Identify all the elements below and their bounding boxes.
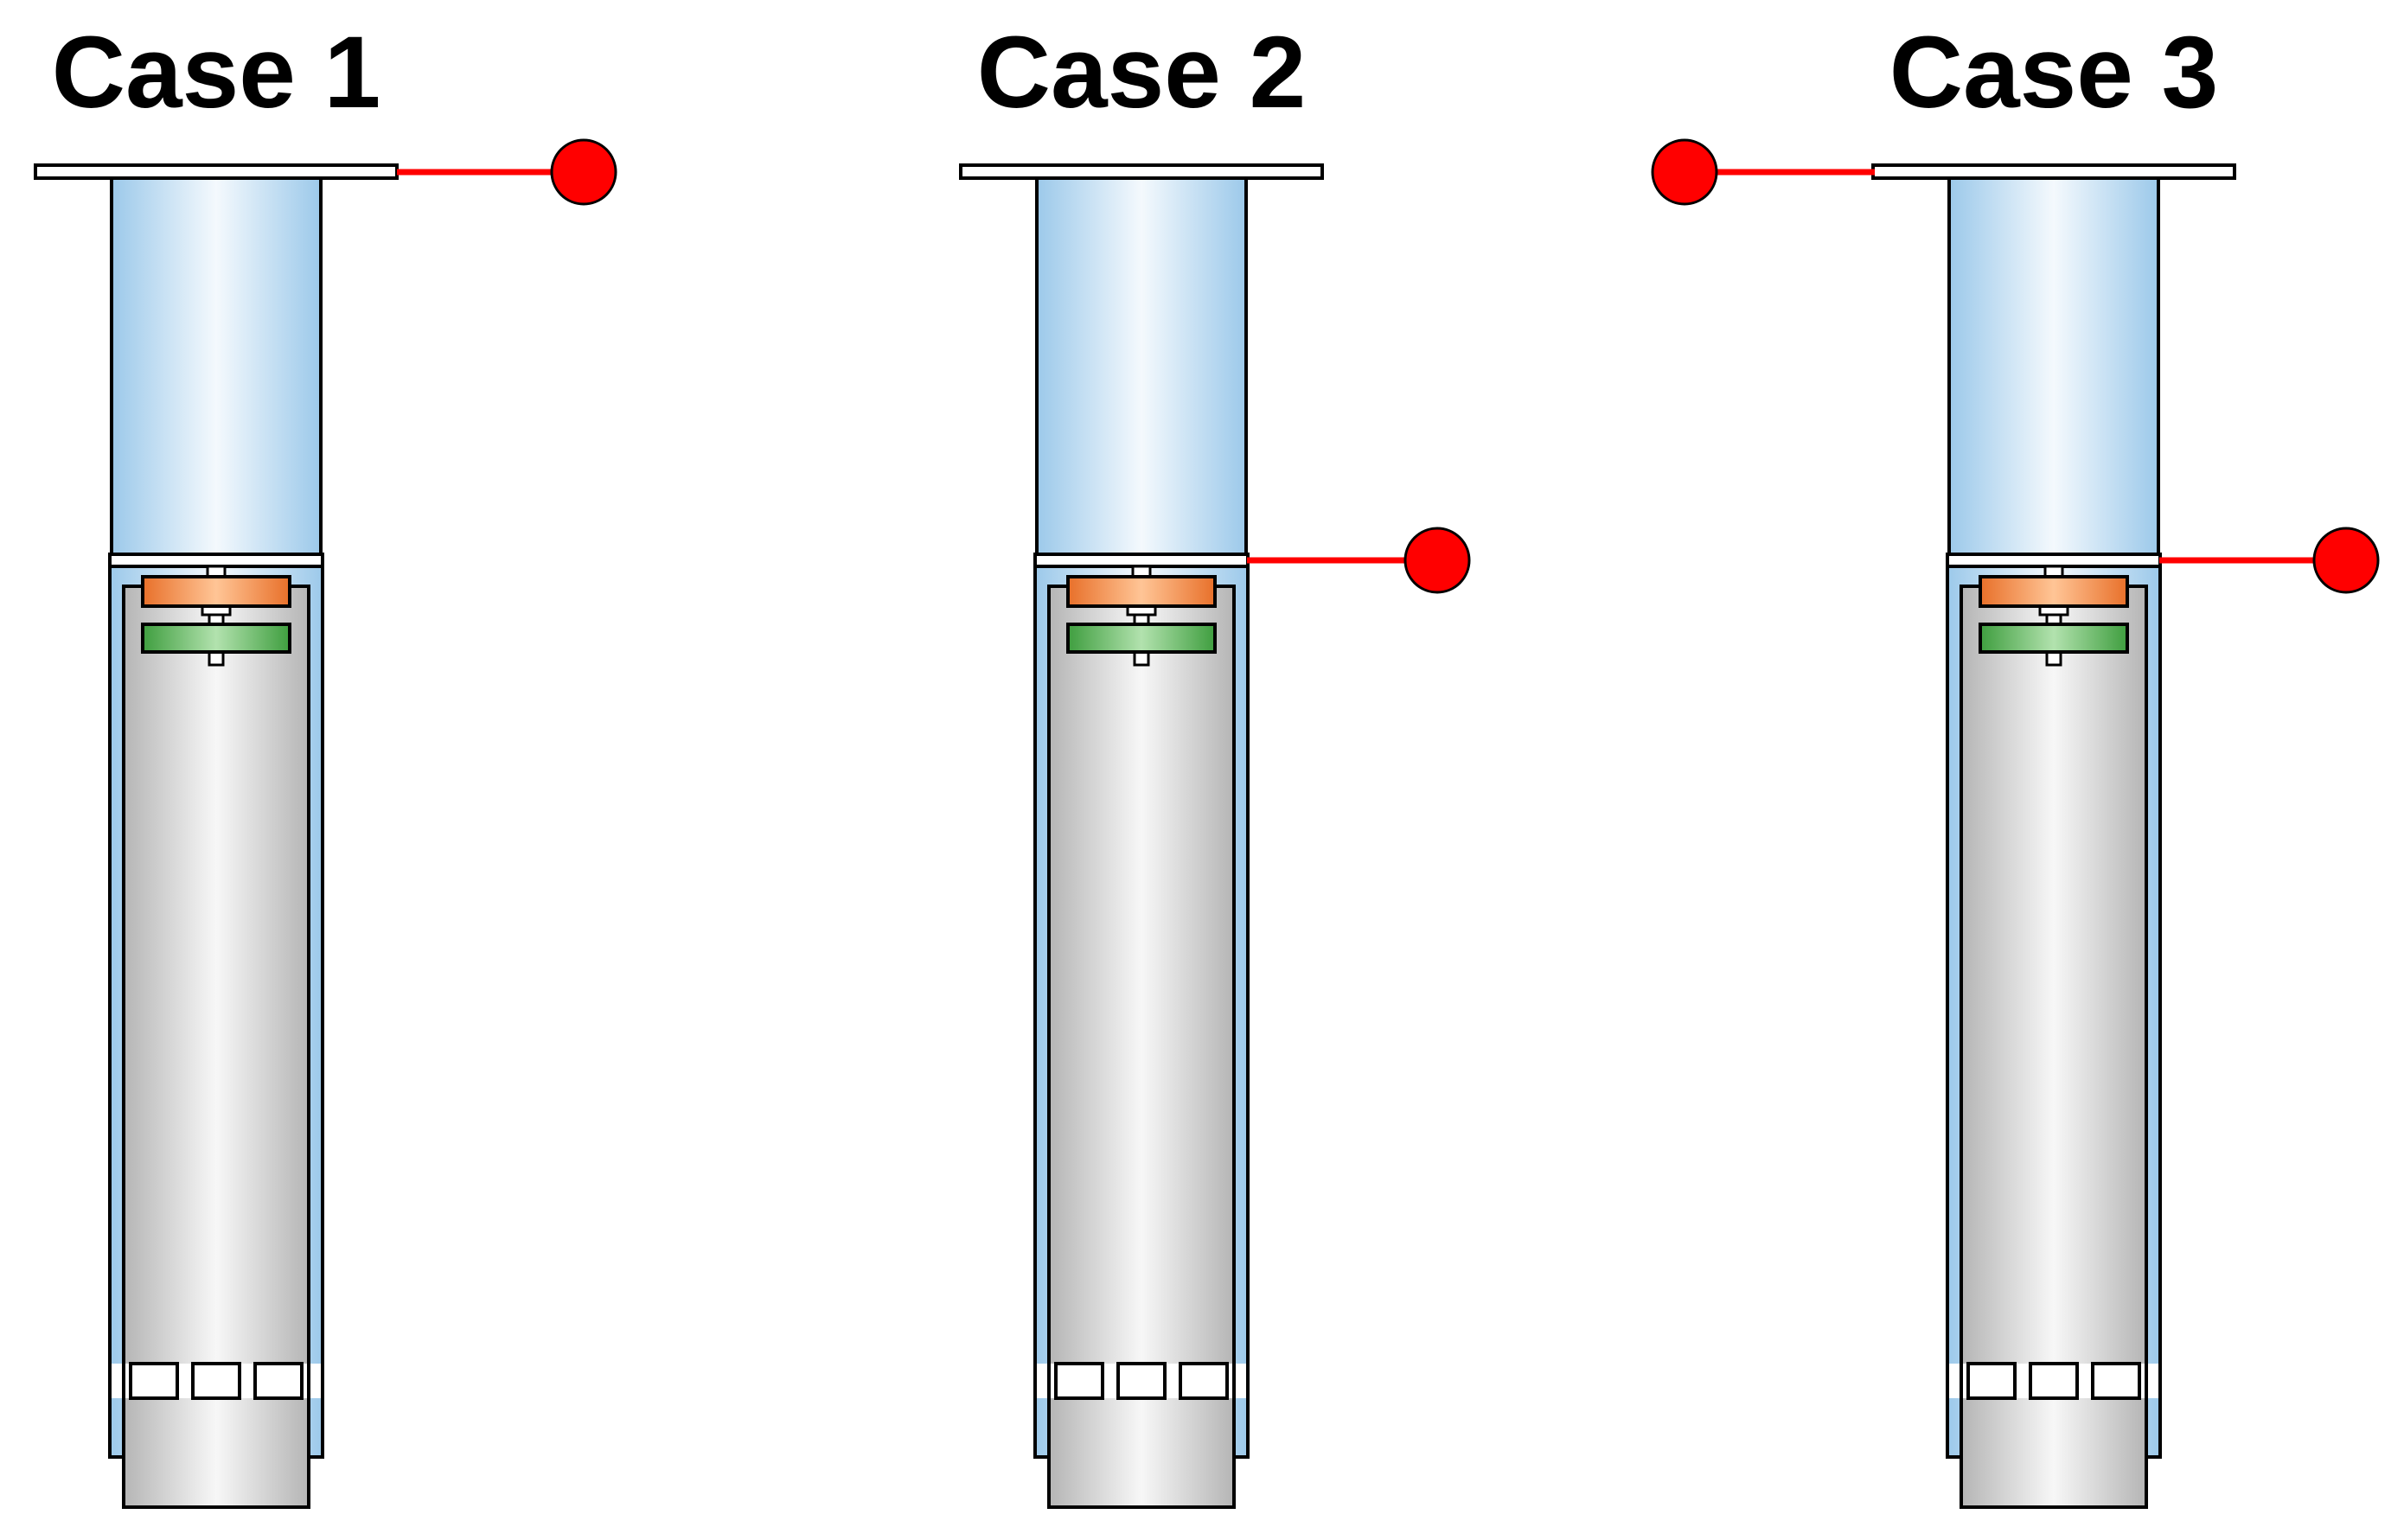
case-1-title: Case 1: [52, 16, 381, 130]
terminal-icon: [2312, 527, 2380, 594]
case-2-assembly: [959, 163, 1324, 1509]
terminal-icon: [1403, 527, 1471, 594]
case-3: Case 3: [1651, 16, 2380, 1509]
case-2: Case 2: [959, 16, 1471, 1509]
case-3-assembly: [1871, 163, 2236, 1509]
case-3-title: Case 3: [1889, 16, 2219, 130]
terminal-icon: [550, 138, 617, 206]
case-1-assembly: [34, 163, 399, 1509]
case-1: Case 1: [34, 16, 617, 1509]
case-2-title: Case 2: [977, 16, 1307, 130]
terminal-icon: [1651, 138, 1718, 206]
